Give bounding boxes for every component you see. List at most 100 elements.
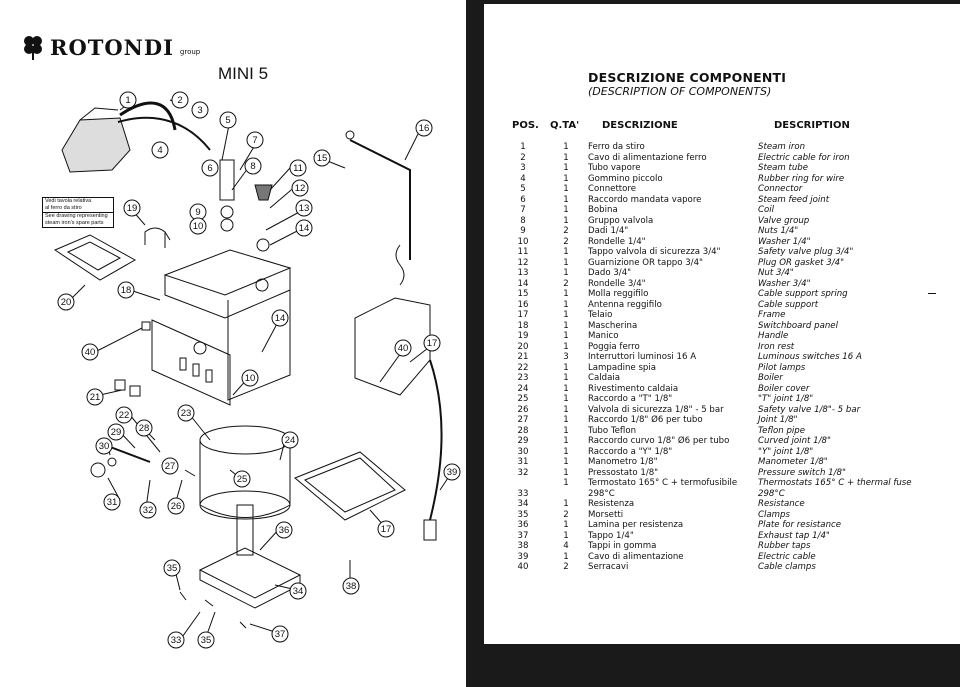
row-description: Frame xyxy=(758,310,786,320)
row-pos: 21 xyxy=(517,352,529,362)
row-qta: 1 xyxy=(563,436,569,446)
callout-15: 15 xyxy=(317,153,328,164)
row-description: Cable support xyxy=(758,299,819,310)
brand-name: ROTONDI xyxy=(50,35,174,60)
row-descrizione: Raccordo a "Y" 1/8" xyxy=(588,446,673,457)
row-description: Manometer 1/8" xyxy=(758,457,828,467)
row-qta: 1 xyxy=(563,205,569,215)
row-descrizione: Rivestimento caldaia xyxy=(588,383,679,394)
row-description: Pressure switch 1/8" xyxy=(758,467,846,478)
row-description: Exhaust tap 1/4" xyxy=(758,530,830,541)
row-qta: 1 xyxy=(563,257,569,268)
row-description: Plate for resistance xyxy=(758,520,842,530)
row-pos: 18 xyxy=(517,320,529,331)
row-qta: 1 xyxy=(563,446,569,457)
callout-18: 18 xyxy=(121,285,132,296)
row-descrizione: Termostato 165° C + termofusibile xyxy=(588,478,738,488)
row-qta: 1 xyxy=(563,194,569,205)
row-descrizione: Gommino piccolo xyxy=(588,173,663,184)
row-description: Teflon pipe xyxy=(758,425,806,436)
row-descrizione: Rondelle 1/4" xyxy=(588,236,646,247)
callout-10b: 10 xyxy=(245,373,256,384)
callout-5: 5 xyxy=(225,115,230,126)
row-pos: 12 xyxy=(517,257,529,268)
page-subtitle: (DESCRIPTION OF COMPONENTS) xyxy=(588,85,772,98)
row-description: Cable clamps xyxy=(758,562,816,572)
row-pos: 25 xyxy=(517,394,529,404)
row-pos: 5 xyxy=(520,184,526,194)
callout-11: 11 xyxy=(293,163,303,174)
row-pos: 11 xyxy=(517,247,529,257)
row-descrizione: Ferro da stiro xyxy=(588,142,645,152)
header-description: DESCRIPTION xyxy=(774,120,850,131)
clover-logo-icon xyxy=(24,36,42,60)
row-description: Connector xyxy=(758,184,803,194)
row-descrizione: Tappo valvola di sicurezza 3/4" xyxy=(588,247,721,257)
row-qta: 2 xyxy=(563,562,569,572)
row-description: Nuts 1/4" xyxy=(758,226,799,236)
row-pos: 9 xyxy=(520,226,526,236)
row-pos: 40 xyxy=(517,562,529,572)
header-qta: Q.TA' xyxy=(550,120,580,131)
row-description: Pilot lamps xyxy=(758,362,806,373)
row-pos: 10 xyxy=(517,236,529,247)
note-it-line2: al ferro da stiro xyxy=(45,205,82,211)
component-list-page: DESCRIZIONE COMPONENTI (DESCRIPTION OF C… xyxy=(484,4,960,644)
row-pos: 15 xyxy=(517,289,529,299)
callout-16: 16 xyxy=(419,123,430,134)
note-en-line2: steam iron's spare parts xyxy=(45,220,104,226)
row-description: "Y" joint 1/8" xyxy=(758,446,814,457)
row-descrizione: Dadi 1/4" xyxy=(588,226,629,236)
row-descrizione: Guarnizione OR tappo 3/4" xyxy=(588,257,703,268)
row-pos: 23 xyxy=(517,373,529,383)
row-pos: 22 xyxy=(517,362,529,373)
row-qta: 1 xyxy=(563,173,569,184)
row-description: Iron rest xyxy=(758,341,795,352)
row-description: Washer 3/4" xyxy=(758,278,811,289)
row-description: Clamps xyxy=(758,509,790,520)
row-qta: 1 xyxy=(563,404,569,415)
row-description: Electric cable for iron xyxy=(758,152,850,163)
note-en-line1: See drawing representing xyxy=(43,212,113,220)
row-pos: 35 xyxy=(517,509,529,520)
row-descrizione: Tappi in gomma xyxy=(588,541,657,551)
row-qta: 1 xyxy=(563,163,569,173)
row-qta: 2 xyxy=(563,278,569,289)
callout-38: 38 xyxy=(346,581,357,592)
row-descrizione: Poggia ferro xyxy=(588,341,640,352)
row-pos: 39 xyxy=(517,551,529,562)
row-qta: 1 xyxy=(563,310,569,320)
row-qta: 1 xyxy=(563,520,569,530)
row-descrizione: Manometro 1/8" xyxy=(588,457,658,467)
row-pos: 2 xyxy=(520,152,526,163)
row-descrizione: Caldaia xyxy=(588,373,621,383)
row-description: Nut 3/4" xyxy=(758,268,794,278)
row-descrizione: Rondelle 3/4" xyxy=(588,278,646,289)
callout-6: 6 xyxy=(207,163,212,174)
row-description: "T" joint 1/8" xyxy=(758,394,814,404)
row-pos: 19 xyxy=(517,331,529,341)
row-pos: 33 xyxy=(517,488,529,499)
callout-40: 40 xyxy=(85,347,96,358)
callout-35b: 35 xyxy=(201,635,212,646)
row-qta: 2 xyxy=(563,236,569,247)
